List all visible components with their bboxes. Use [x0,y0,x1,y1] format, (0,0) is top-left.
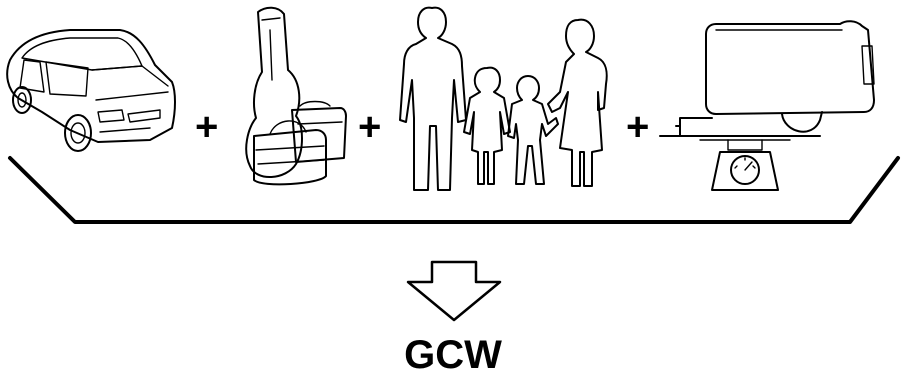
grouping-bracket [8,156,900,224]
plus-operator-2: + [358,105,381,149]
down-arrow-icon [406,260,502,322]
plus-operator-1: + [195,105,218,149]
luggage-icon [245,6,347,186]
trailer-on-scale-icon [659,20,875,191]
gcw-label: GCW [404,333,502,375]
family-icon [399,6,608,191]
minivan-icon [6,29,176,152]
plus-operator-3: + [626,105,649,149]
